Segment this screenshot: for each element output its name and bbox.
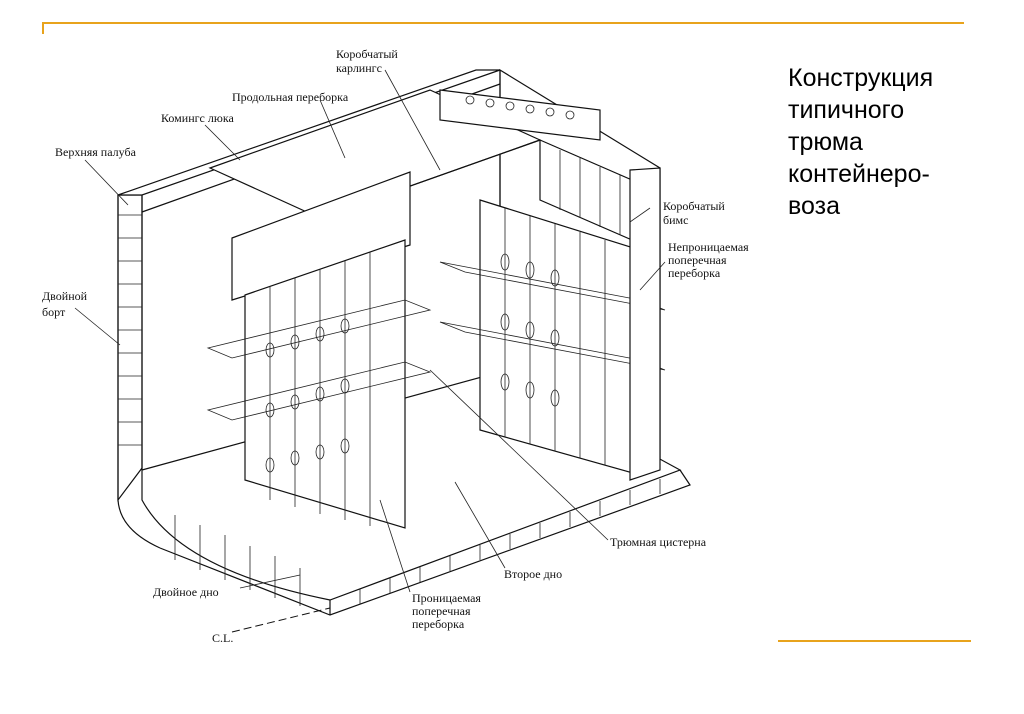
label-double-bottom: Двойное дно [153,585,219,599]
accent-line-top [42,22,964,24]
label-hold-tank: Трюмная цистерна [610,535,707,549]
label-centerline: C.L. [212,631,233,645]
label-permeable-bulkhead: Проницаемая поперечная переборка [412,591,484,631]
label-inner-bottom: Второе дно [504,567,562,581]
double-bottom-floors [174,479,661,606]
box-girder [439,89,601,141]
label-watertight-bulkhead: Непроницаемая поперечная переборка [668,240,752,280]
label-longitudinal-bulkhead: Продольная переборка [232,90,349,104]
label-double-side: Двойной борт [42,289,90,319]
accent-line-bottom [778,640,971,642]
box-beam [231,139,656,301]
label-box-beam: Коробчатый бимс [663,199,728,227]
label-box-girder: Коробчатый карлингс [336,47,401,75]
leader-lines [74,69,666,593]
watertight-transverse-bulkhead [439,167,666,481]
permeable-transverse-bulkhead [206,239,432,529]
double-side-shell [117,194,161,549]
centerline [231,607,331,633]
slide-title: Конструкция типичного трюма контейнеро- … [788,64,934,220]
label-upper-deck: Верхняя палуба [55,145,137,159]
label-hatch-coaming: Комингс люка [161,111,234,125]
double-side-frames [118,214,142,446]
accent-line-tick [42,22,44,34]
